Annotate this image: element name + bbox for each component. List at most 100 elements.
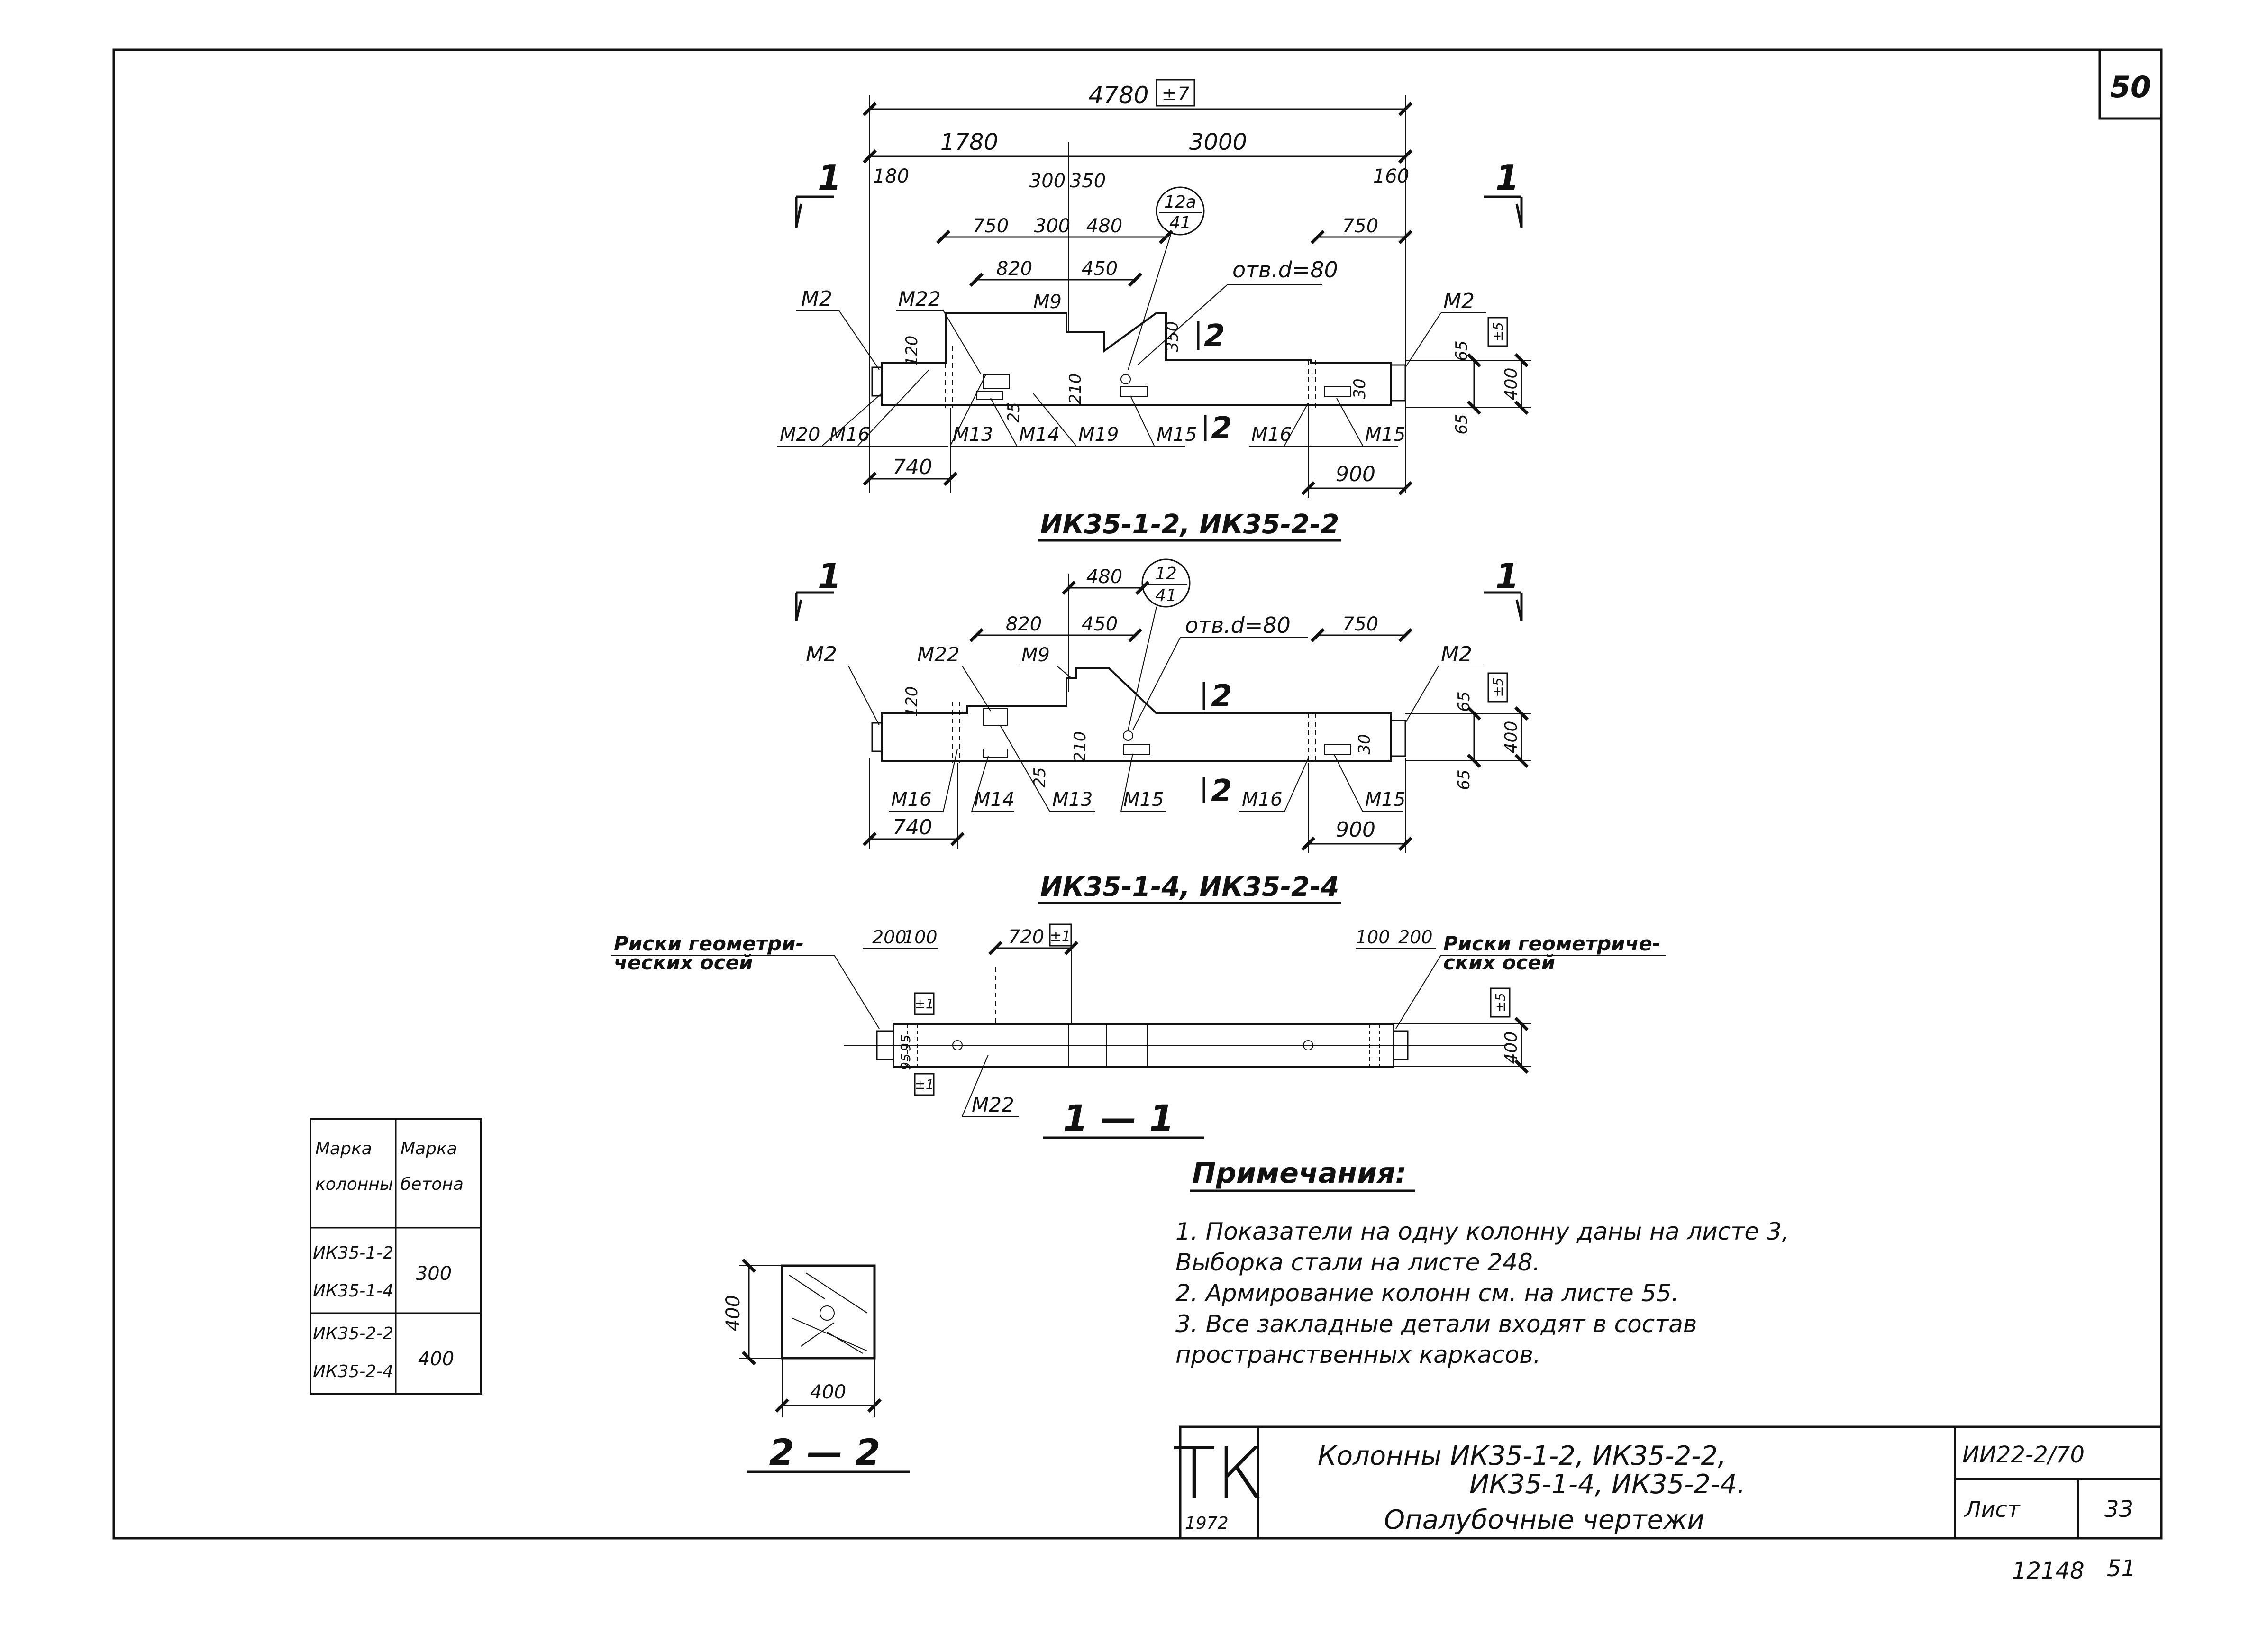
note-line-1: 1. Показатели на одну колонну даны на ли… — [1175, 1218, 1789, 1245]
label-m20-a: M20 — [780, 424, 820, 446]
row1-col-a: ИК35-1-2 — [313, 1243, 393, 1263]
title-year: 1972 — [1185, 1514, 1229, 1533]
dim-h65a-b: 65 — [1455, 691, 1474, 712]
dim-h95-a: 95 — [898, 1034, 913, 1051]
row2-col-a: ИК35-2-2 — [313, 1324, 393, 1343]
title-line-2: ИК35-1-4, ИК35-2-4. — [1469, 1469, 1746, 1500]
dim-3000: 3000 — [1189, 129, 1247, 155]
dim-480-b: 480 — [1086, 566, 1122, 588]
view-title-b: ИК35-1-4, ИК35-2-4 — [1040, 872, 1339, 903]
right-note-line1: Риски геометриче- — [1443, 932, 1660, 955]
dim-h25-b: 25 — [1030, 767, 1049, 787]
hole-label-b: отв.d=80 — [1185, 612, 1291, 638]
title-block: ТК 1972 Колонны ИК35-1-2, ИК35-2-2, ИК35… — [1173, 1425, 2163, 1540]
note-line-4: 3. Все закладные детали входят в состав — [1175, 1310, 1697, 1338]
header-col1-line2: колонны — [315, 1175, 393, 1194]
dim-overall: 4780 — [1088, 82, 1148, 109]
label-m19-a: M19 — [1078, 424, 1119, 446]
dim-h25-a: 25 — [1004, 402, 1023, 422]
dim-750b: 750 — [1342, 215, 1378, 237]
title-line-3: Опалубочные чертежи — [1384, 1505, 1704, 1535]
dim-h65b-a: 65 — [1452, 414, 1471, 434]
dim-820-b: 820 — [1006, 613, 1042, 635]
section1-left-b: 1 — [818, 556, 841, 596]
dim-h65a-a: 65 — [1452, 340, 1471, 361]
section-2-2: 400 400 2 — 2 — [722, 1259, 910, 1473]
dim-width-2-2: 400 — [810, 1381, 846, 1403]
header-col1-line1: Марка — [315, 1139, 372, 1159]
label-m14-a: M14 — [1019, 424, 1059, 446]
tol1-bottom: ±1 — [914, 1077, 934, 1092]
view-title-a: ИК35-1-2, ИК35-2-2 — [1040, 509, 1339, 540]
label-m13-a: M13 — [953, 424, 993, 446]
section-1-1: Риски геометри- ческих осей Риски геомет… — [611, 923, 1666, 1139]
label-m22-1-1: M22 — [972, 1093, 1014, 1116]
label-m15-b: M15 — [1123, 789, 1164, 811]
dim-720-tol: ±1 — [1050, 928, 1071, 945]
elevation-a: 4780 ±7 1780 3000 180 160 300 350 750 30… — [777, 79, 1531, 542]
dim-350: 350 — [1070, 170, 1106, 192]
label-m15-a: M15 — [1157, 424, 1197, 446]
dim-820: 820 — [996, 258, 1032, 280]
bottom-mark-left: 12148 — [2012, 1558, 2085, 1584]
notes: Примечания: 1. Показатели на одну колонн… — [1175, 1157, 1789, 1369]
tol5-b: ±5 — [1490, 677, 1506, 697]
view-title-1-1: 1 — 1 — [1063, 1097, 1175, 1139]
section2-mark-top-b: 2 — [1211, 679, 1232, 714]
page-number: 50 — [2110, 70, 2151, 104]
dim-750a: 750 — [973, 215, 1009, 237]
tol1-top: ±1 — [914, 996, 934, 1012]
dim-h400-a: 400 — [1502, 368, 1521, 401]
section2-mark-bottom-b: 2 — [1211, 774, 1232, 809]
label-m22-a: M22 — [898, 287, 941, 310]
label-m2-right-a: M2 — [1443, 289, 1475, 313]
callout-a-bottom: 41 — [1169, 213, 1191, 233]
label-m16-b: M16 — [891, 789, 931, 811]
section1-left-a: 1 — [818, 158, 841, 198]
tol5-1-1: ±5 — [1493, 993, 1508, 1012]
dim-200-right: 200 — [1398, 927, 1433, 948]
title-sheet-number: 33 — [2104, 1496, 2133, 1523]
dim-height-2-2: 400 — [722, 1295, 744, 1331]
dim-h400-b: 400 — [1502, 721, 1521, 754]
dim-450-b: 450 — [1082, 613, 1118, 635]
label-m22-b: M22 — [917, 643, 960, 666]
label-m9-a: M9 — [1033, 291, 1062, 313]
note-line-2: Выборка стали на листе 248. — [1175, 1249, 1540, 1276]
label-m16b-b: M16 — [1242, 789, 1282, 811]
row1-col-b: ИК35-1-4 — [313, 1281, 393, 1301]
dim-100-left: 100 — [903, 927, 938, 948]
row1-grade: 300 — [416, 1263, 452, 1285]
dim-720: 720 — [1008, 926, 1044, 948]
section1-right-b: 1 — [1495, 556, 1519, 596]
label-m13-b: M13 — [1052, 789, 1093, 811]
section2-mark-bottom-a: 2 — [1211, 411, 1232, 446]
header-col2-line2: бетона — [401, 1175, 464, 1194]
label-m2-left-b: M2 — [806, 642, 837, 666]
dim-300b: 300 — [1034, 215, 1070, 237]
hole-label-a: отв.d=80 — [1232, 257, 1338, 283]
dim-200-left: 200 — [872, 927, 907, 948]
dim-h30-b: 30 — [1355, 734, 1374, 754]
header-col2-line1: Марка — [401, 1139, 457, 1159]
label-m15b-a: M15 — [1365, 424, 1405, 446]
title-sheet-label: Лист — [1964, 1497, 2021, 1522]
view-title-2-2: 2 — 2 — [769, 1431, 881, 1473]
dim-450: 450 — [1082, 258, 1118, 280]
left-note-line1: Риски геометри- — [614, 932, 804, 955]
label-m9-b: M9 — [1021, 644, 1050, 666]
label-m16-a: M16 — [829, 424, 870, 446]
title-line-1: Колонны ИК35-1-2, ИК35-2-2, — [1318, 1441, 1726, 1471]
dim-160: 160 — [1373, 165, 1409, 187]
label-m14-b: M14 — [974, 789, 1014, 811]
callout-b-bottom: 41 — [1155, 586, 1177, 605]
dim-h30-a: 30 — [1350, 378, 1369, 399]
dim-900-a: 900 — [1336, 462, 1375, 486]
note-line-5: пространственных каркасов. — [1175, 1341, 1541, 1369]
dim-h65b-b: 65 — [1455, 769, 1474, 790]
label-m15b-b: M15 — [1365, 789, 1405, 811]
dim-h210-a: 210 — [1066, 374, 1085, 404]
dim-h120-a: 120 — [902, 336, 921, 366]
sheet-frame: 50 — [112, 48, 2163, 1540]
dim-h210-b: 210 — [1071, 731, 1090, 762]
